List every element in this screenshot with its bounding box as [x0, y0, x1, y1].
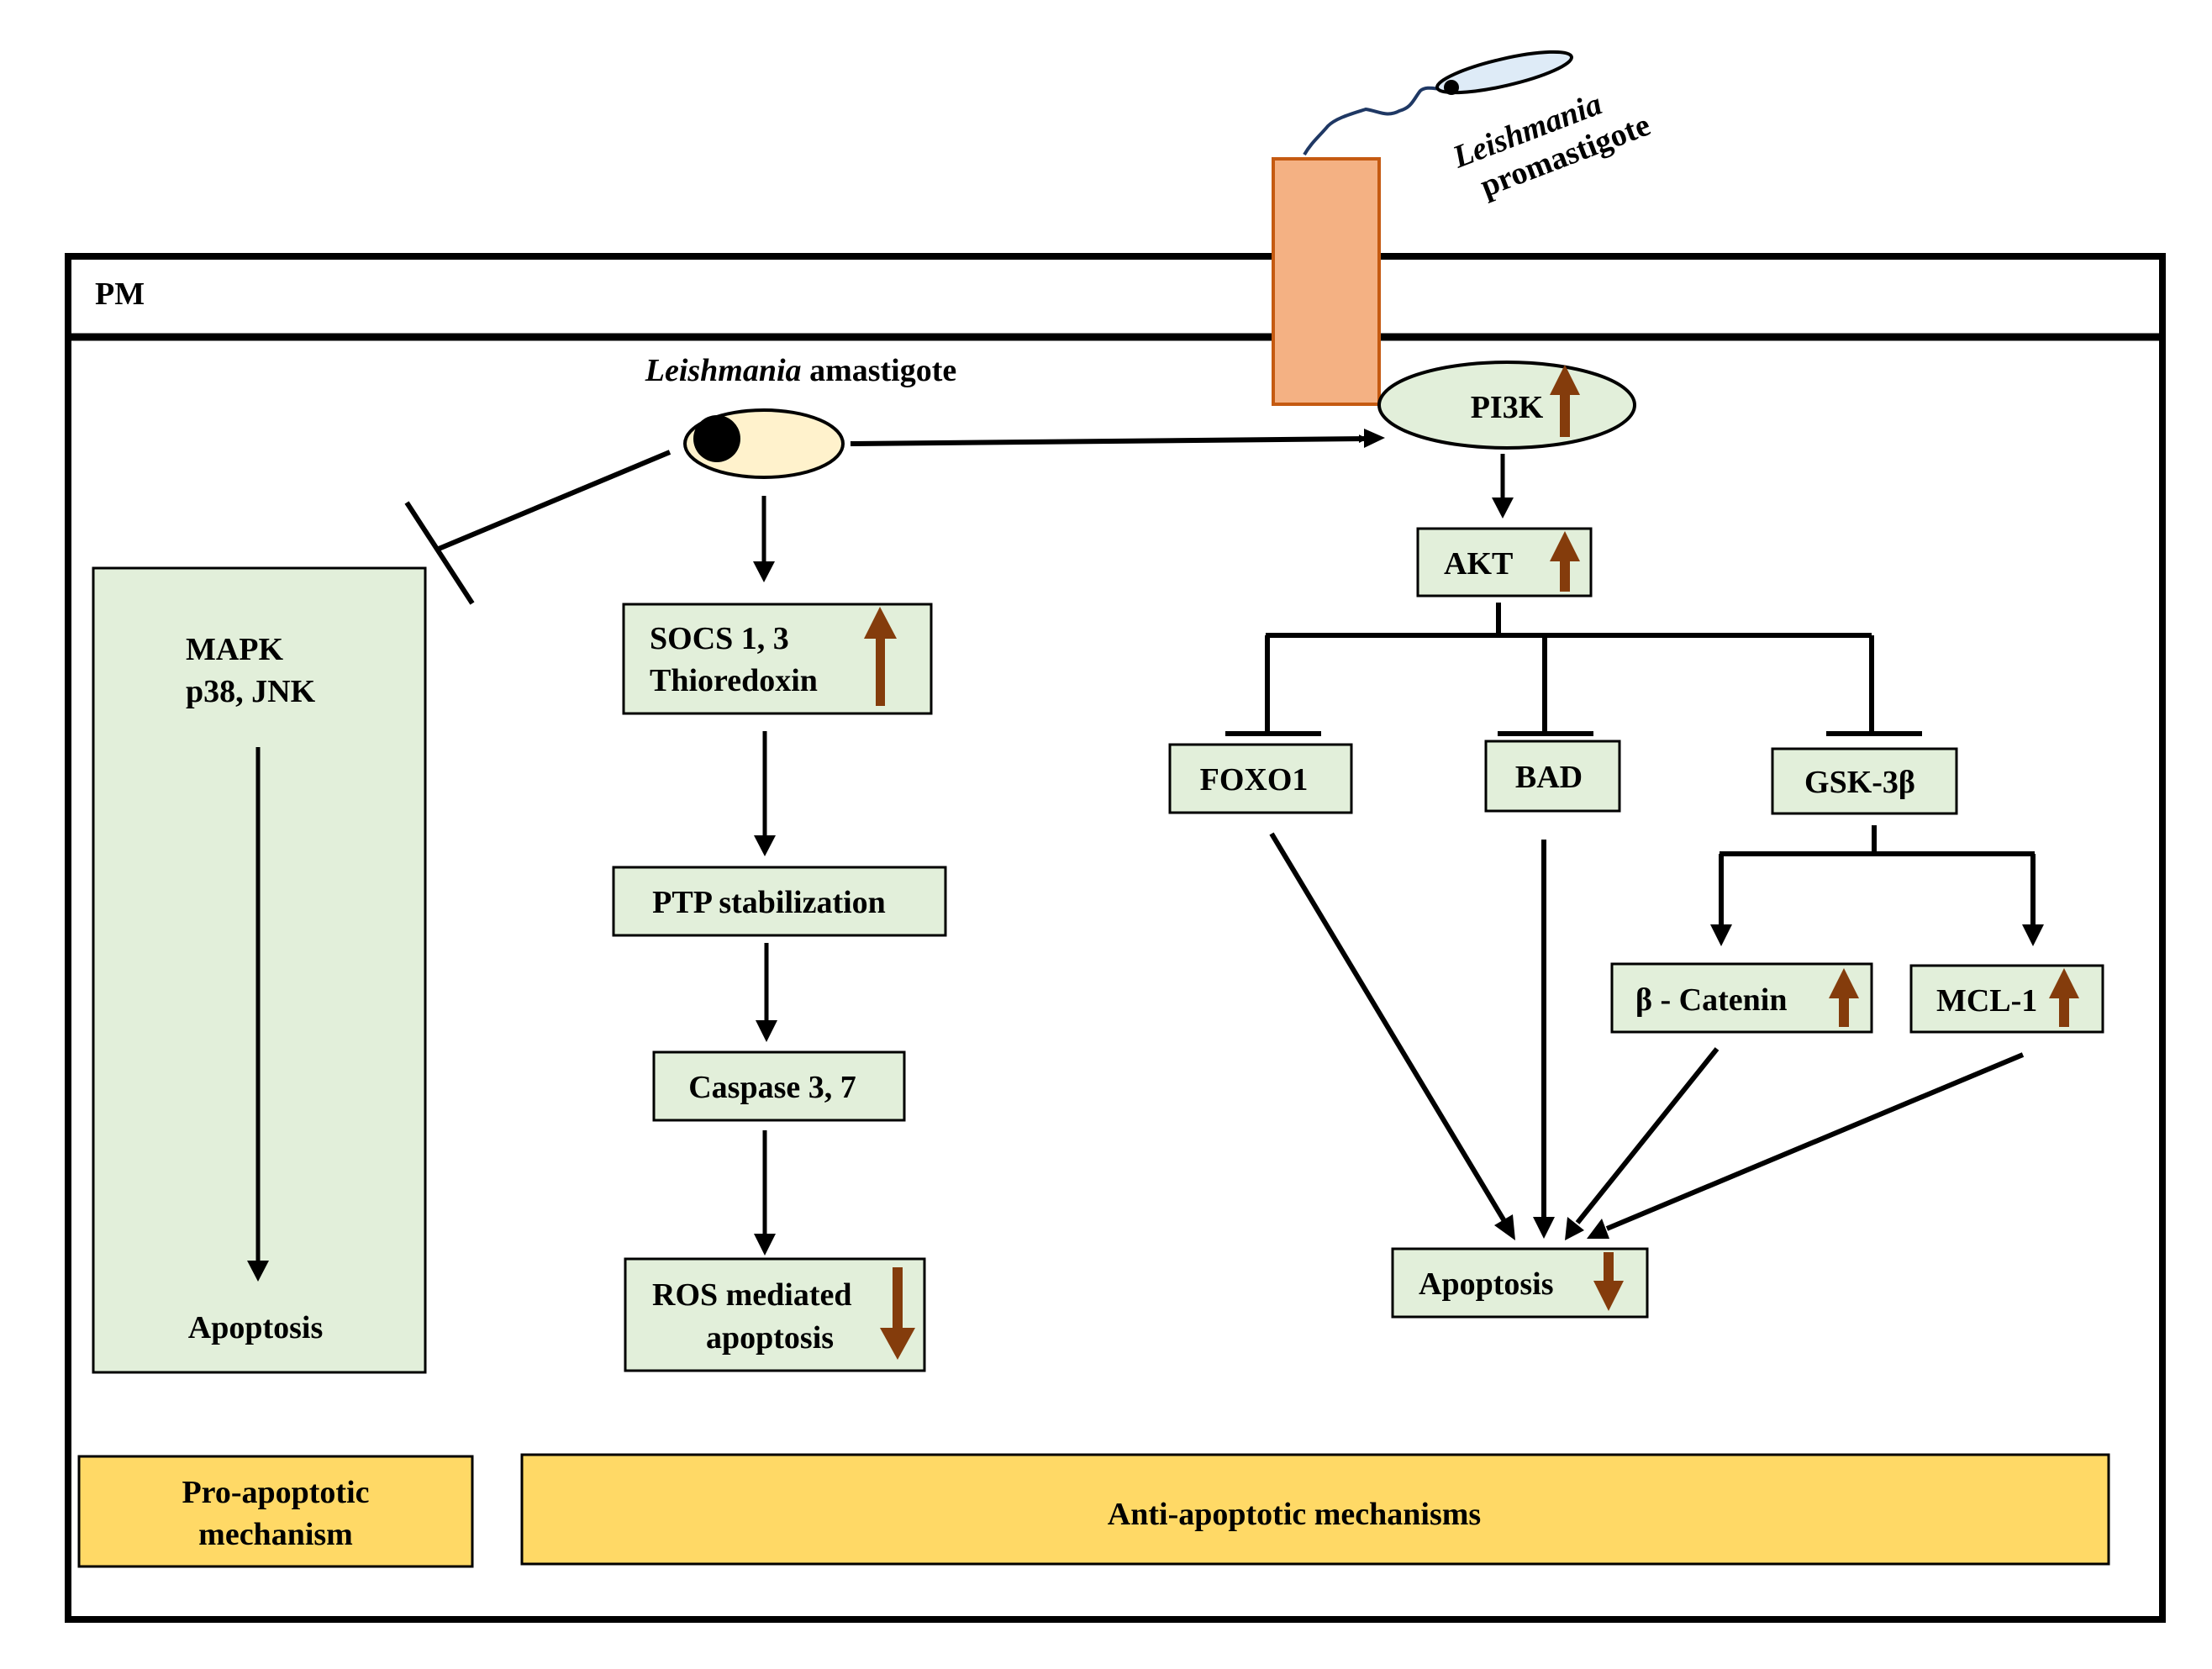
- up-arrow-icon: [1829, 968, 1859, 1027]
- ros-node: [624, 1257, 926, 1372]
- foxo1-node: [1168, 743, 1353, 814]
- pro-apoptotic-label-1: Pro-apoptotic: [182, 1475, 369, 1510]
- arrow-amastigote-pi3k: [850, 434, 1367, 446]
- arrowhead: [1587, 1219, 1609, 1239]
- caspase-label: Caspase 3, 7: [688, 1070, 856, 1105]
- ros-label-2: apoptosis: [706, 1320, 834, 1356]
- arrowhead: [247, 1261, 269, 1282]
- up-arrow-icon: [1550, 531, 1580, 592]
- up-arrow-icon: [1550, 365, 1580, 437]
- arrow-foxo1-apoptosis: [1269, 832, 1507, 1223]
- ros-label-1: ROS mediated: [652, 1277, 852, 1313]
- caspase-node: [652, 1050, 906, 1122]
- promastigote-body: [1435, 50, 1573, 95]
- mcl1-node: [1909, 964, 2104, 1034]
- ptp-label: PTP stabilization: [652, 885, 886, 920]
- inhibit-mapk-bar: [404, 501, 475, 605]
- apoptosis-label: Apoptosis: [1419, 1266, 1554, 1302]
- arrowhead: [756, 1020, 777, 1042]
- mapk-subtypes: p38, JNK: [186, 674, 316, 709]
- mcl1-label: MCL-1: [1936, 983, 2037, 1019]
- akt-label: AKT: [1444, 546, 1513, 582]
- arrowhead: [754, 1234, 776, 1256]
- up-arrow-icon: [2049, 968, 2079, 1027]
- arrowhead: [1494, 1214, 1515, 1240]
- inhibit-mapk-line: [437, 450, 672, 551]
- bad-node: [1484, 740, 1621, 813]
- arrow-mcl1-apoptosis: [1605, 1052, 2025, 1231]
- arrowhead: [753, 561, 775, 582]
- down-arrow-icon: [880, 1267, 915, 1360]
- amastigote-nucleus: [693, 415, 740, 462]
- mapk-apoptosis-label: Apoptosis: [188, 1310, 324, 1345]
- gsk-label: GSK-3β: [1804, 765, 1915, 800]
- pro-apoptotic-label-2: mechanism: [198, 1517, 353, 1552]
- arrowhead: [2022, 924, 2044, 946]
- cell-boundary: [65, 253, 2166, 1623]
- arrowhead: [1533, 1217, 1555, 1239]
- arrowhead: [754, 835, 776, 856]
- pm-label: PM: [95, 276, 145, 312]
- arrowhead: [1710, 924, 1732, 946]
- socs-label-1: SOCS 1, 3: [650, 621, 789, 656]
- bad-label: BAD: [1515, 760, 1583, 795]
- pi3k-label: PI3K: [1471, 390, 1544, 425]
- mapk-label: MAPK: [186, 632, 284, 667]
- foxo1-label: FOXO1: [1200, 762, 1309, 798]
- up-arrow-icon: [864, 607, 897, 706]
- arrowhead: [1492, 498, 1514, 519]
- catenin-node: [1610, 962, 1873, 1034]
- socs-label-2: Thioredoxin: [650, 663, 818, 698]
- anti-apoptotic-label: Anti-apoptotic mechanisms: [1108, 1497, 1481, 1532]
- gsk-node: [1771, 747, 1958, 815]
- arrowhead: [1364, 429, 1385, 448]
- anti-apoptotic-box: [520, 1453, 2110, 1566]
- catenin-label: β - Catenin: [1635, 982, 1787, 1018]
- arrowhead: [1565, 1217, 1584, 1240]
- promastigote-nucleus: [1444, 80, 1459, 95]
- promastigote-label: Leishmania promastigote: [1447, 73, 1655, 210]
- pro-apoptotic-box: [77, 1455, 474, 1568]
- amastigote-label: Leishmania amastigote: [645, 353, 957, 388]
- ptp-node: [612, 866, 947, 937]
- flagellum: [1303, 86, 1452, 156]
- down-arrow-icon: [1593, 1252, 1624, 1311]
- receptor: [1272, 157, 1381, 406]
- arrow-catenin-apoptosis: [1575, 1047, 1720, 1224]
